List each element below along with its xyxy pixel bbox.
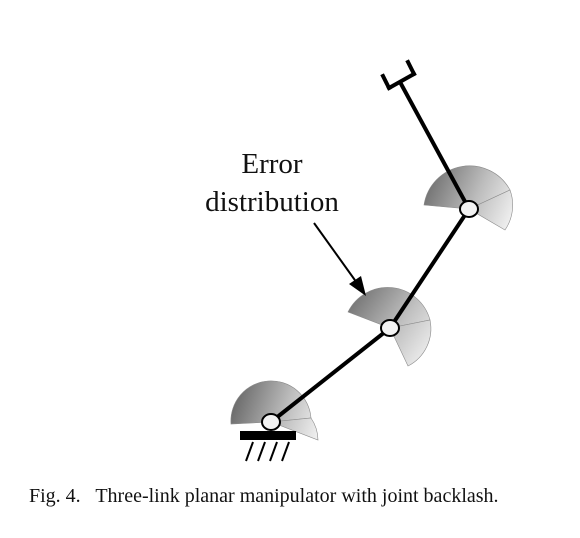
base-joint	[261, 413, 281, 431]
annotation-arrow-head	[349, 276, 366, 296]
middle-joint-error-sector-lower	[389, 319, 432, 367]
link-1	[269, 326, 392, 424]
middle-joint	[380, 319, 400, 337]
base-joint-error-sector-lower	[270, 417, 319, 441]
base-joint-error-sector	[230, 380, 312, 425]
annotation-line-1: Error	[241, 148, 303, 180]
link-2	[388, 207, 471, 330]
top-joint	[459, 200, 479, 218]
top-joint-error-sector-lower	[468, 189, 513, 231]
ground-hatch	[245, 441, 290, 462]
link-3	[398, 81, 471, 210]
annotation-line-2: distribution	[205, 186, 339, 218]
annotation-arrow-shaft	[313, 222, 358, 284]
top-joint-error-sector	[423, 165, 511, 210]
end-effector-gripper	[380, 59, 417, 91]
figure-caption: Fig. 4. Three-link planar manipulator wi…	[29, 485, 499, 507]
ground-base-bar	[240, 431, 296, 440]
